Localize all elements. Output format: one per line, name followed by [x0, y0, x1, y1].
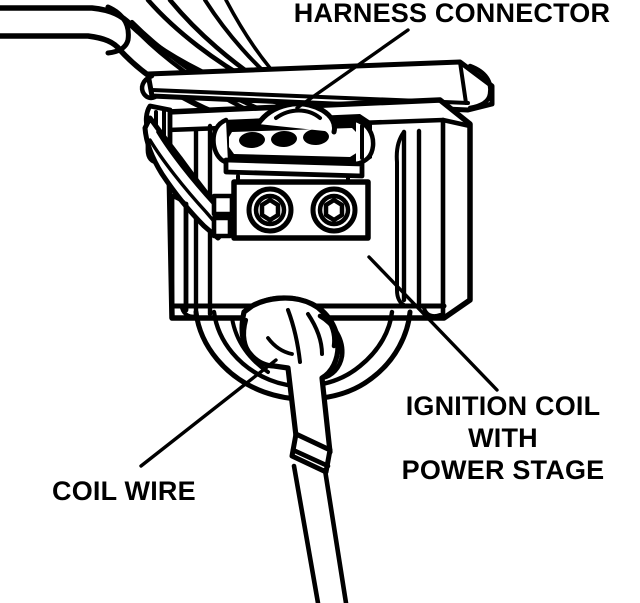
leader-coil-wire: [139, 358, 278, 468]
mounting-plate: [231, 179, 371, 241]
callout-coil-wire: COIL WIRE: [52, 476, 196, 506]
leader-harness-connector: [295, 28, 410, 110]
leader-ignition-coil: [367, 255, 499, 392]
leader-lines: [139, 28, 499, 468]
harness-connector-plug: [211, 101, 376, 190]
callout-ignition-coil-line-2: WITH: [468, 423, 538, 453]
hex-bolt-left: [246, 186, 294, 234]
hex-bolt-right: [310, 186, 358, 234]
top-cap: [139, 59, 495, 113]
callout-ignition-coil-line-3: POWER STAGE: [402, 455, 605, 485]
callout-ignition-coil-line-1: IGNITION COIL: [406, 391, 601, 421]
callout-harness-connector: HARNESS CONNECTOR: [294, 0, 610, 28]
coil-wire-lead: [291, 463, 349, 603]
left-bracket: [142, 103, 235, 313]
